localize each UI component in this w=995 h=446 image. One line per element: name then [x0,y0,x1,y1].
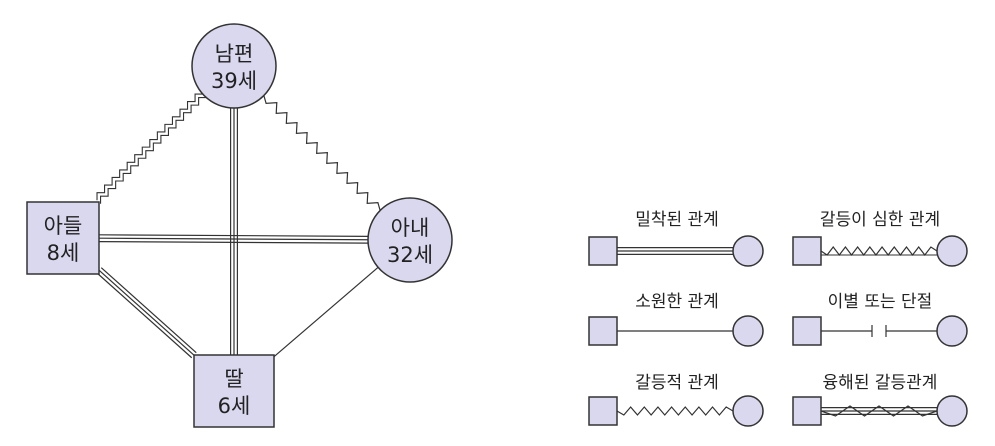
legend-severe-conflict-square [792,236,822,266]
legend-conflict-fused-label: 융해된 갈등관계 [823,373,938,393]
legend-severe-conflict-line [820,246,938,256]
legend-conflict-fused-line [820,405,938,417]
node-wife: 아내 32세 [367,197,453,283]
relation-son-wife [98,234,369,244]
node-son: 아들 8세 [26,201,100,275]
wife-age: 32세 [387,243,433,267]
relation-son-daughter [96,267,197,359]
legend-conflict-square [588,396,618,426]
relation-husband-son [96,93,207,204]
legend-cutoff-label: 이별 또는 단절 [828,292,933,312]
relation-husband-wife-stroke [263,95,381,211]
legend-distant: 소원한 관계 [588,292,764,347]
legend-conflict-line [616,406,734,416]
relation-son-daughter-stroke [96,272,193,359]
legend-conflict-fused-square [792,396,822,426]
relation-husband-daughter [230,108,238,355]
relation-son-wife-stroke [99,234,369,237]
legend-distant-square [588,316,618,346]
legend-distant-label: 소원한 관계 [635,292,719,312]
relation-husband-wife [263,95,381,211]
legend-conflict-line-stroke [616,406,734,416]
daughter-age: 6세 [218,394,251,418]
wife-circle [367,197,453,283]
legend-conflict: 갈등적 관계 [588,373,764,427]
daughter-name: 딸 [224,367,243,391]
legend-conflict-fused: 융해된 갈등관계 [792,373,968,427]
son-age: 8세 [47,241,80,265]
legend-distant-circle [732,315,764,347]
husband-circle [191,23,277,109]
relation-son-daughter-stroke [100,267,197,354]
relation-wife-daughter-stroke [273,266,379,358]
relation-son-daughter-stroke [98,269,195,356]
legend: 밀착된 관계 갈등이 심한 관계 소원한 관계 이별 또는 단절 갈등적 관계 [588,210,968,427]
legend-close: 밀착된 관계 [588,210,764,267]
legend-severe-conflict-label: 갈등이 심한 관계 [820,210,940,230]
legend-conflict-circle [732,395,764,427]
legend-cutoff-line [821,325,937,337]
legend-close-label: 밀착된 관계 [635,210,719,230]
relation-wife-daughter [273,266,379,358]
legend-severe-conflict-circle [936,235,968,267]
legend-conflict-label: 갈등적 관계 [635,373,719,393]
wife-name: 아내 [391,216,430,240]
legend-severe-conflict-line-stroke [820,246,938,256]
legend-close-square [588,236,618,266]
legend-close-circle [732,235,764,267]
legend-cutoff-circle [936,315,968,347]
husband-name: 남편 [215,42,254,66]
legend-cutoff-square [792,316,822,346]
legend-conflict-fused-line-stroke [820,405,938,417]
node-daughter: 딸 6세 [193,354,275,428]
relation-son-wife-stroke [98,241,368,244]
relationship-lines [96,93,381,359]
daughter-square [193,354,275,428]
relation-son-wife-stroke [98,237,369,241]
legend-cutoff: 이별 또는 단절 [792,292,968,347]
legend-severe-conflict: 갈등이 심한 관계 [792,210,968,267]
son-name: 아들 [44,214,83,238]
legend-conflict-fused-circle [936,395,968,427]
son-square [26,201,100,275]
relation-husband-son-stroke [100,96,207,204]
relation-husband-son-stroke [96,93,203,201]
legend-close-line [617,247,733,255]
husband-age: 39세 [211,69,257,93]
node-husband: 남편 39세 [191,23,277,109]
